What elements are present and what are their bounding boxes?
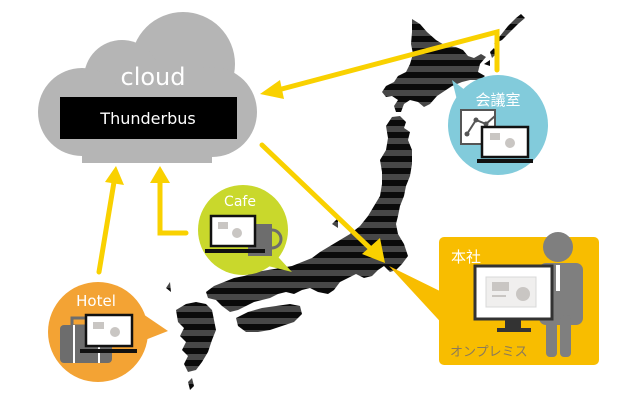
arrow-cloud-to-headquarters	[259, 142, 375, 253]
hotel-label: Hotel	[76, 292, 116, 310]
map-honshu	[206, 116, 412, 312]
laptop-and-suitcase-icon	[60, 313, 137, 363]
map-hokkaido	[382, 19, 486, 112]
arrowhead-down-right	[362, 238, 385, 263]
monitor-and-person-icon	[473, 232, 583, 357]
on-premise-label: オンプレミス	[450, 345, 528, 360]
arrow-cafe-to-cloud	[157, 179, 189, 236]
arrows	[96, 28, 500, 275]
map-island	[188, 378, 194, 390]
map-island	[332, 218, 338, 228]
map-island	[166, 282, 171, 292]
japan-map	[166, 14, 525, 390]
arrowhead-up	[150, 166, 170, 183]
map-shikoku	[236, 304, 302, 332]
cafe-label: Cafe	[224, 194, 256, 210]
thunderbus-label: Thunderbus	[99, 109, 195, 128]
headquarters-box: 本社 オンプレミス	[389, 232, 599, 365]
cafe-bubble: Cafe	[198, 185, 292, 275]
cloud-label: cloud	[121, 63, 186, 91]
arrowhead-up	[105, 166, 124, 185]
map-kuril-islands	[484, 60, 490, 66]
arrow-meeting-room-to-cloud	[275, 28, 500, 93]
thunderbus-box	[60, 97, 237, 139]
arrowhead-left	[260, 80, 284, 99]
headquarters-label: 本社	[451, 248, 481, 266]
laptop-and-coffee-cup-icon	[205, 214, 283, 256]
laptop-and-whiteboard-chart-icon	[460, 109, 533, 163]
hotel-bubble: Hotel	[48, 282, 168, 382]
arrowheads	[105, 80, 385, 263]
meeting-room-label: 会議室	[475, 91, 520, 109]
map-kyushu	[176, 302, 216, 372]
meeting-room-bubble: 会議室	[448, 75, 548, 175]
map-kuril-islands	[494, 14, 525, 44]
arrow-hotel-to-cloud	[96, 179, 117, 275]
